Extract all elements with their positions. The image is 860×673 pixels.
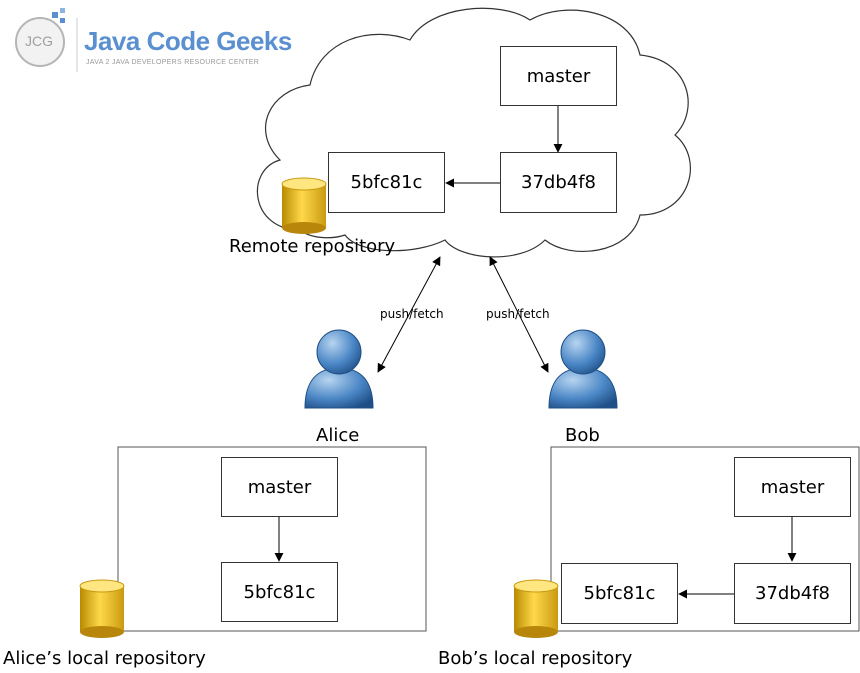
bob-name: Bob bbox=[565, 425, 600, 446]
remote-repository-label: Remote repository bbox=[229, 236, 396, 257]
jcg-logo-icon bbox=[15, 8, 78, 72]
remote-base-commit-box: 5bfc81c bbox=[328, 152, 445, 213]
bob-head-commit-box: 37db4f8 bbox=[734, 563, 851, 624]
alice-commit-box: 5bfc81c bbox=[221, 562, 338, 622]
logo-badge-text: JCG bbox=[25, 33, 53, 49]
alice-database-icon bbox=[79, 579, 125, 638]
remote-master-box: master bbox=[500, 46, 617, 106]
remote-head-commit-box: 37db4f8 bbox=[500, 152, 617, 213]
alice-user-icon bbox=[304, 329, 374, 409]
bob-master-box: master bbox=[734, 457, 851, 517]
bob-database-icon bbox=[513, 579, 559, 638]
remote-database-icon bbox=[281, 177, 327, 234]
alice-repository-label: Alice’s local repository bbox=[3, 648, 206, 669]
bob-user-icon bbox=[548, 329, 618, 409]
alice-name: Alice bbox=[316, 425, 360, 446]
bob-repository-label: Bob’s local repository bbox=[438, 648, 633, 669]
logo-tagline: Java 2 Java Developers Resource Center bbox=[86, 59, 260, 66]
alice-master-box: master bbox=[221, 457, 338, 517]
alice-push-fetch-label: push/fetch bbox=[380, 307, 444, 321]
bob-push-fetch-label: push/fetch bbox=[486, 307, 550, 321]
logo-name: Java Code Geeks bbox=[84, 26, 292, 56]
bob-push-fetch-arrow bbox=[489, 256, 549, 373]
bob-base-commit-box: 5bfc81c bbox=[561, 563, 678, 624]
alice-push-fetch-arrow bbox=[377, 256, 441, 373]
